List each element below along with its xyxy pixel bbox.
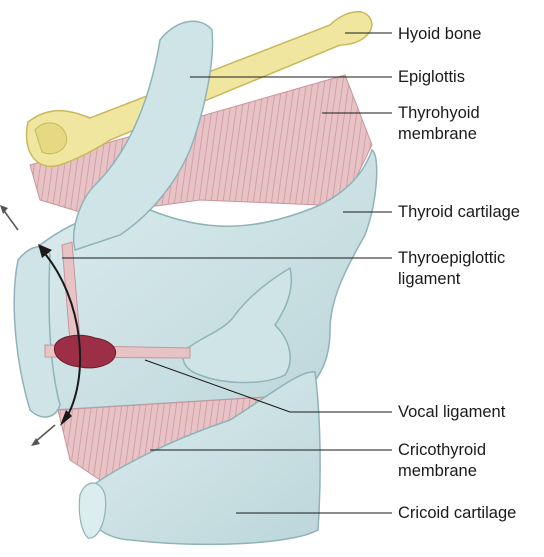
arrow-out-bottom-head — [31, 438, 40, 446]
arytenoid-cartilage-shape — [182, 266, 292, 384]
cricoid-cartilage-shape — [79, 371, 321, 546]
label-cricothyroid-membrane-line2: membrane — [398, 462, 477, 480]
label-thyroepiglottic-ligament-line1: Thyroepiglottic — [398, 249, 506, 267]
arrowhead-bottom — [60, 410, 72, 426]
arrow-out-top-head — [0, 205, 8, 214]
label-thyroid-cartilage: Thyroid cartilage — [398, 203, 520, 221]
cricoid-arch-detail — [78, 482, 107, 539]
label-hyoid-bone: Hyoid bone — [398, 25, 482, 43]
label-thyroepiglottic-ligament: Thyroepiglottic ligament — [398, 248, 505, 290]
arrowhead-top — [38, 244, 52, 258]
label-thyroepiglottic-ligament-line2: ligament — [398, 270, 461, 288]
leader-vocal-ligament-a — [144, 359, 291, 413]
label-vocal-ligament: Vocal ligament — [398, 403, 506, 421]
label-thyrohyoid-membrane-line2: membrane — [398, 125, 477, 143]
label-thyrohyoid-membrane-line1: Thyrohyoid — [398, 104, 480, 122]
label-cricothyroid-membrane: Cricothyroid membrane — [398, 440, 486, 482]
epiglottis-shape — [73, 20, 214, 251]
label-thyrohyoid-membrane: Thyrohyoid membrane — [398, 103, 480, 145]
vocal-nodule — [53, 334, 117, 369]
label-epiglottis: Epiglottis — [398, 68, 465, 86]
hyoid-body-detail — [34, 122, 68, 155]
label-cricothyroid-membrane-line1: Cricothyroid — [398, 441, 487, 459]
label-cricoid-cartilage: Cricoid cartilage — [398, 504, 517, 522]
arrow-out-bottom — [34, 424, 56, 443]
motion-arc — [41, 249, 81, 421]
